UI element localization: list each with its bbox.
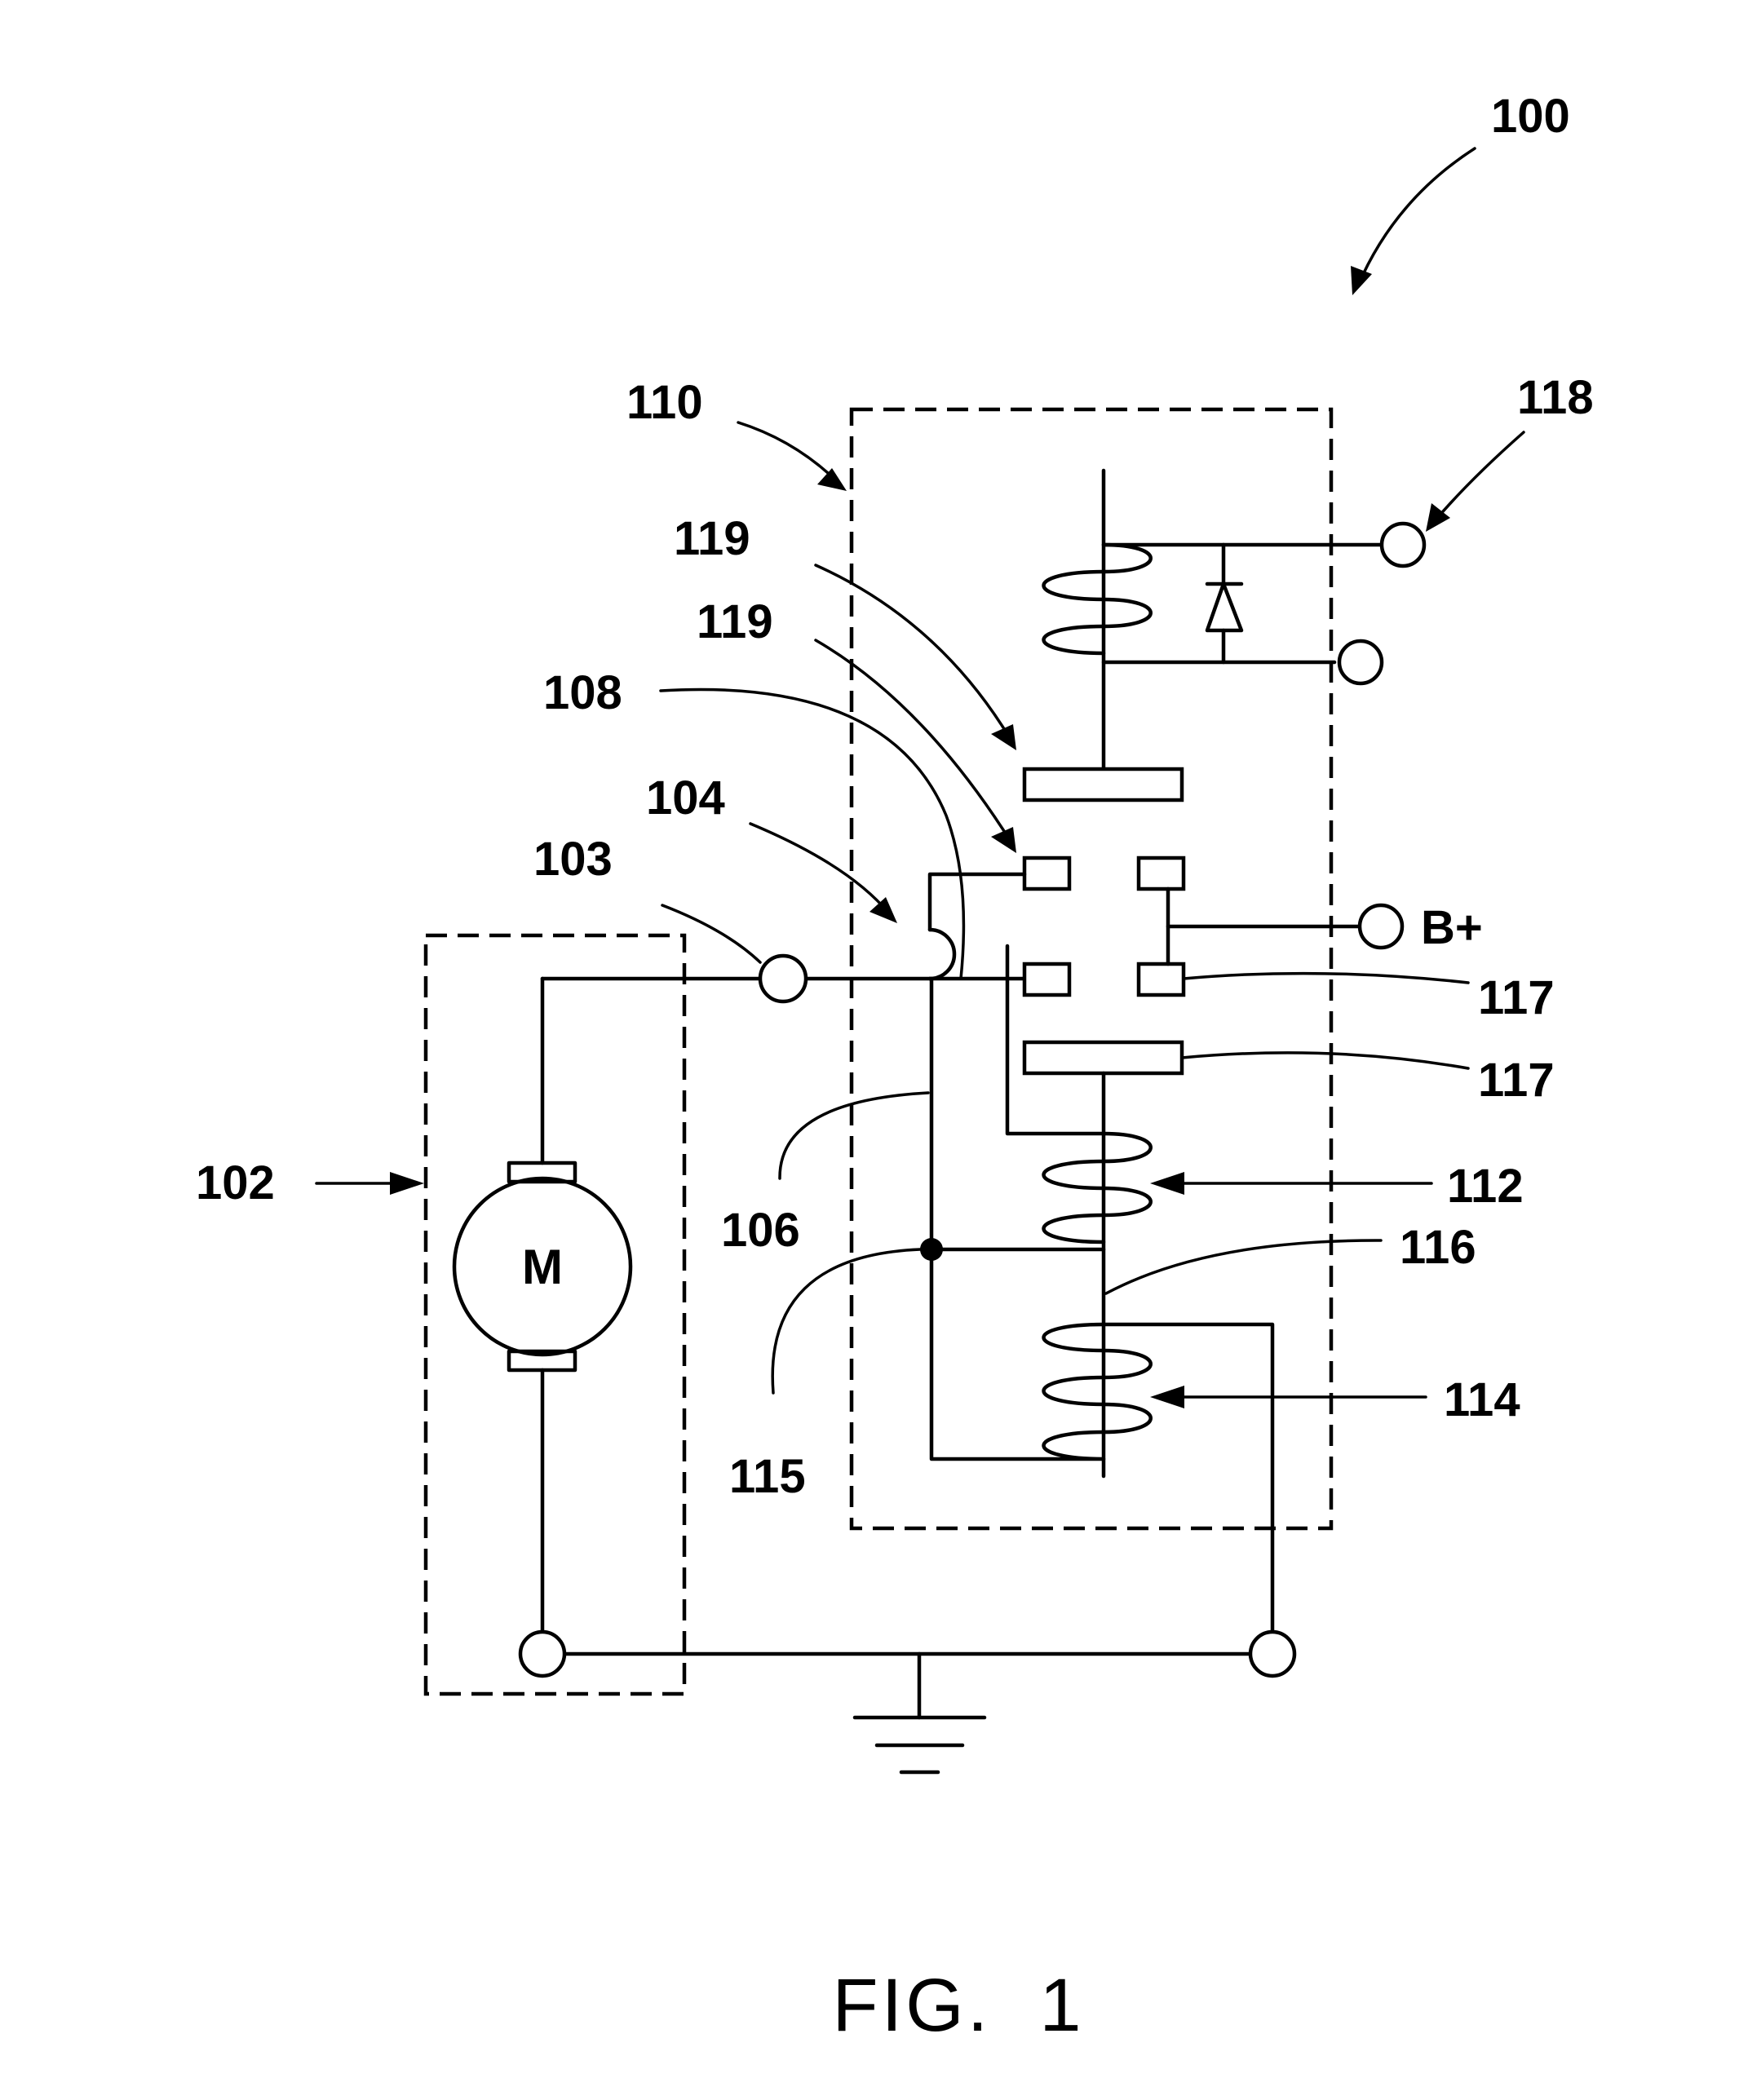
battery-terminal [1360, 905, 1402, 948]
leader-104 [750, 824, 889, 913]
crossover-hop [930, 930, 954, 979]
leader-119-lower [816, 640, 1010, 840]
diode-symbol [1207, 545, 1241, 662]
label-114: 114 [1444, 1373, 1520, 1426]
leader-108 [661, 689, 963, 979]
leader-118 [1434, 432, 1524, 522]
junction-115-dot [920, 1238, 943, 1261]
conductor-108-wire [930, 874, 1024, 930]
leader-106 [780, 1093, 928, 1178]
leader-117-lower [1182, 1053, 1468, 1068]
leader-119-upper [816, 565, 1010, 738]
upper-coil [1044, 545, 1151, 653]
control-terminal-118 [1382, 524, 1424, 566]
leader-100 [1358, 148, 1475, 285]
contact-119-left [1024, 858, 1069, 889]
ground-symbol [855, 1654, 985, 1772]
label-116: 116 [1400, 1221, 1476, 1274]
motor-terminal [760, 956, 806, 1001]
leader-103 [662, 905, 760, 962]
label-106: 106 [721, 1204, 800, 1257]
label-104: 104 [646, 771, 725, 825]
solenoid-ground-terminal [1250, 1632, 1294, 1676]
label-100: 100 [1491, 90, 1570, 143]
leader-115 [772, 1249, 920, 1393]
label-117-upper: 117 [1478, 971, 1555, 1024]
leader-110 [738, 422, 839, 483]
label-b-plus: B+ [1421, 901, 1483, 954]
label-117-lower: 117 [1478, 1054, 1555, 1107]
figure-caption: FIG. 1 [832, 1964, 1084, 2047]
label-115: 115 [729, 1450, 806, 1503]
contact-right-upper [1139, 858, 1184, 889]
label-112: 112 [1447, 1160, 1524, 1213]
leader-117-upper [1184, 974, 1468, 983]
label-118: 118 [1517, 371, 1594, 424]
leader-116 [1106, 1240, 1381, 1293]
motor-ground-terminal [520, 1632, 564, 1676]
motor-symbol: M [454, 1163, 631, 1370]
label-110: 110 [626, 376, 703, 429]
solenoid-boundary [852, 409, 1331, 1528]
lower-moving-contact-plate-117 [1024, 1042, 1182, 1073]
label-102: 102 [196, 1156, 275, 1209]
contact-117-right [1139, 964, 1184, 995]
control-terminal-ground [1339, 641, 1382, 683]
label-108: 108 [543, 666, 622, 719]
motor-assembly-boundary [426, 935, 684, 1694]
motor-letter: M [522, 1240, 563, 1294]
upper-moving-contact-plate [1024, 769, 1182, 800]
contact-104-left [1024, 964, 1069, 995]
label-103: 103 [533, 833, 613, 886]
label-119-upper: 119 [674, 512, 750, 565]
label-119-lower: 119 [697, 595, 773, 648]
